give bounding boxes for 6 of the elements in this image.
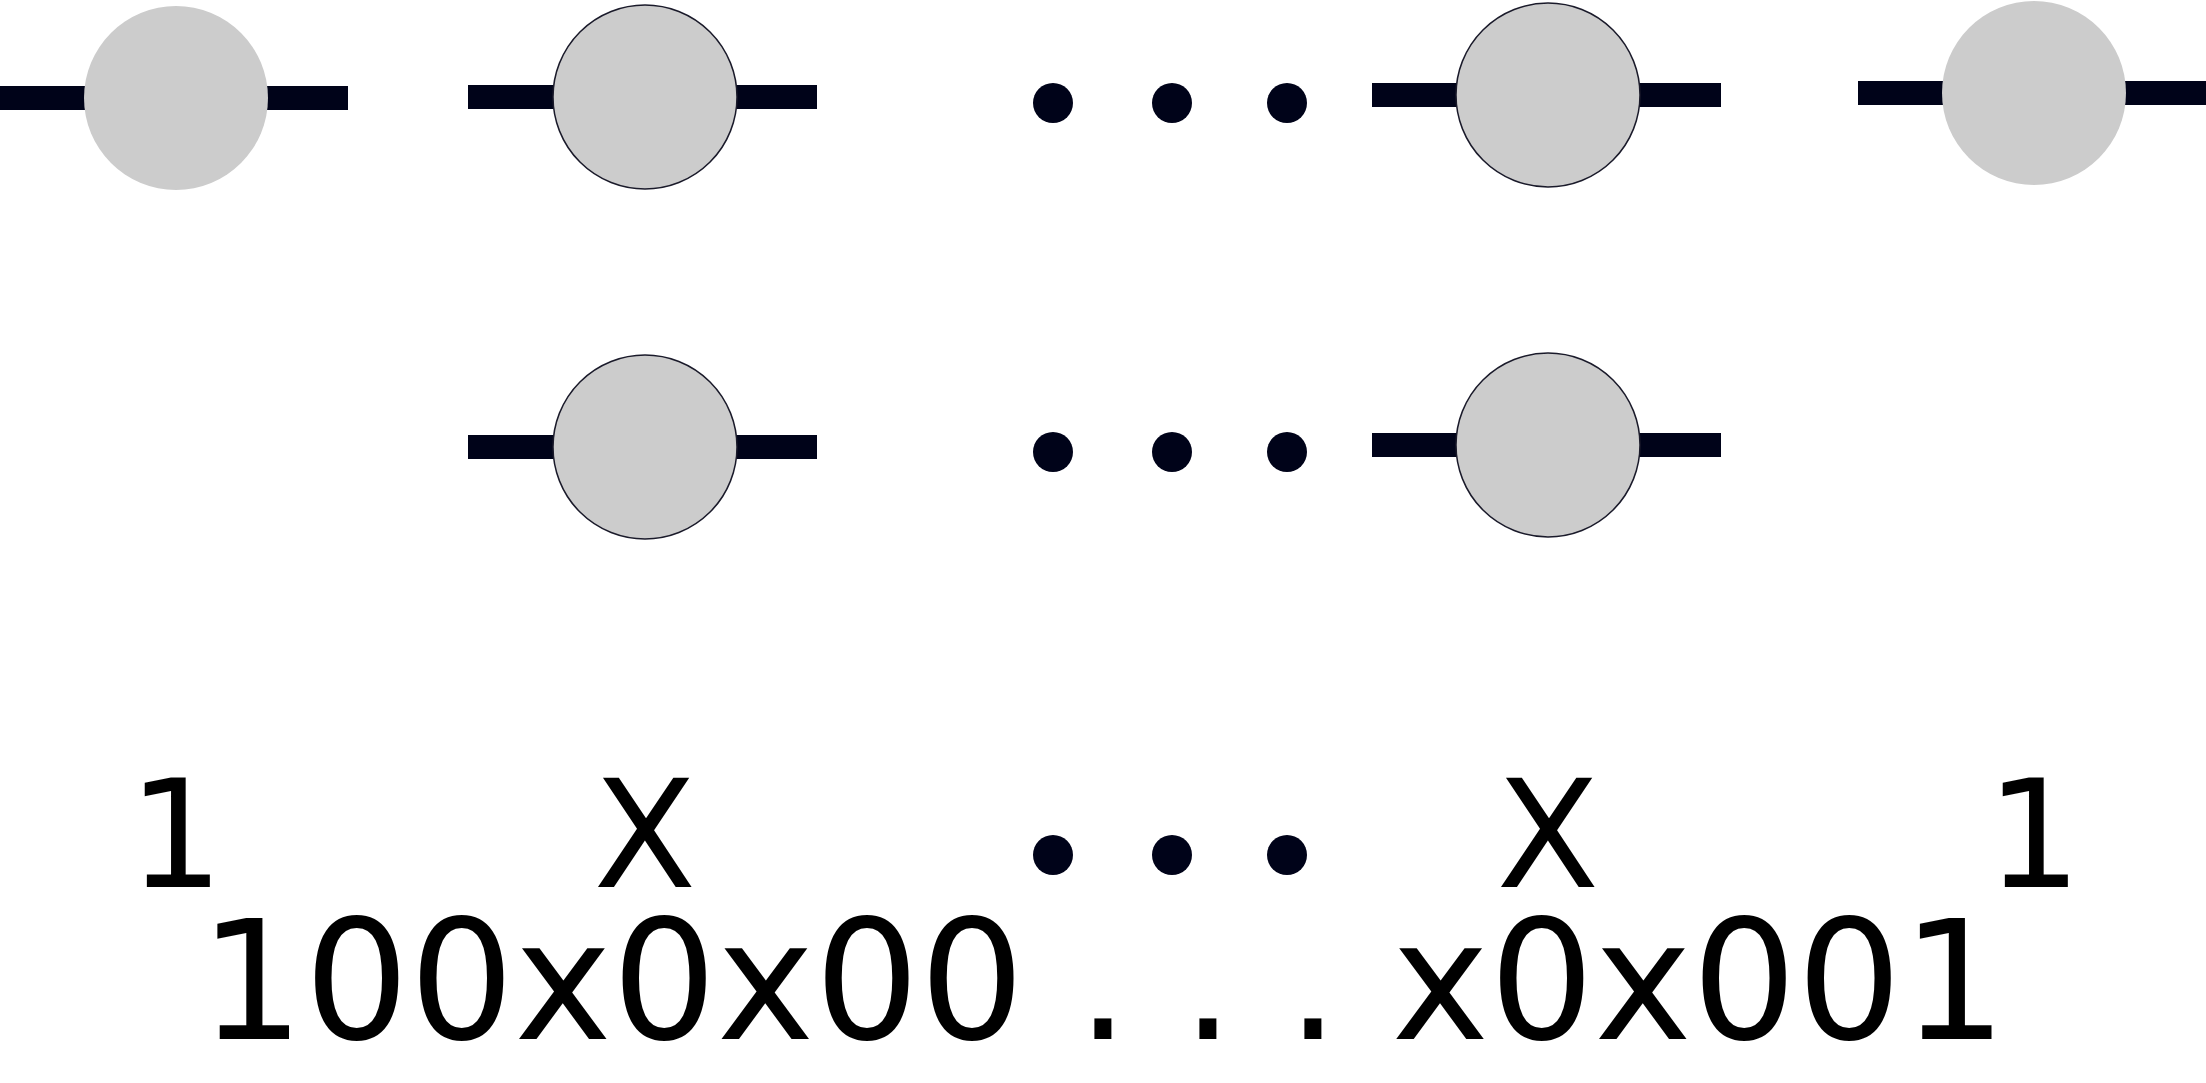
site-with-bonds-drawing [1372,352,1721,538]
site-with-bonds-drawing [1858,0,2206,186]
site-with-bonds-drawing [468,354,817,540]
site-with-bonds-drawing [468,4,817,190]
site-with-bonds-drawing [0,5,348,191]
site-with-bonds-drawing [1372,2,1721,188]
